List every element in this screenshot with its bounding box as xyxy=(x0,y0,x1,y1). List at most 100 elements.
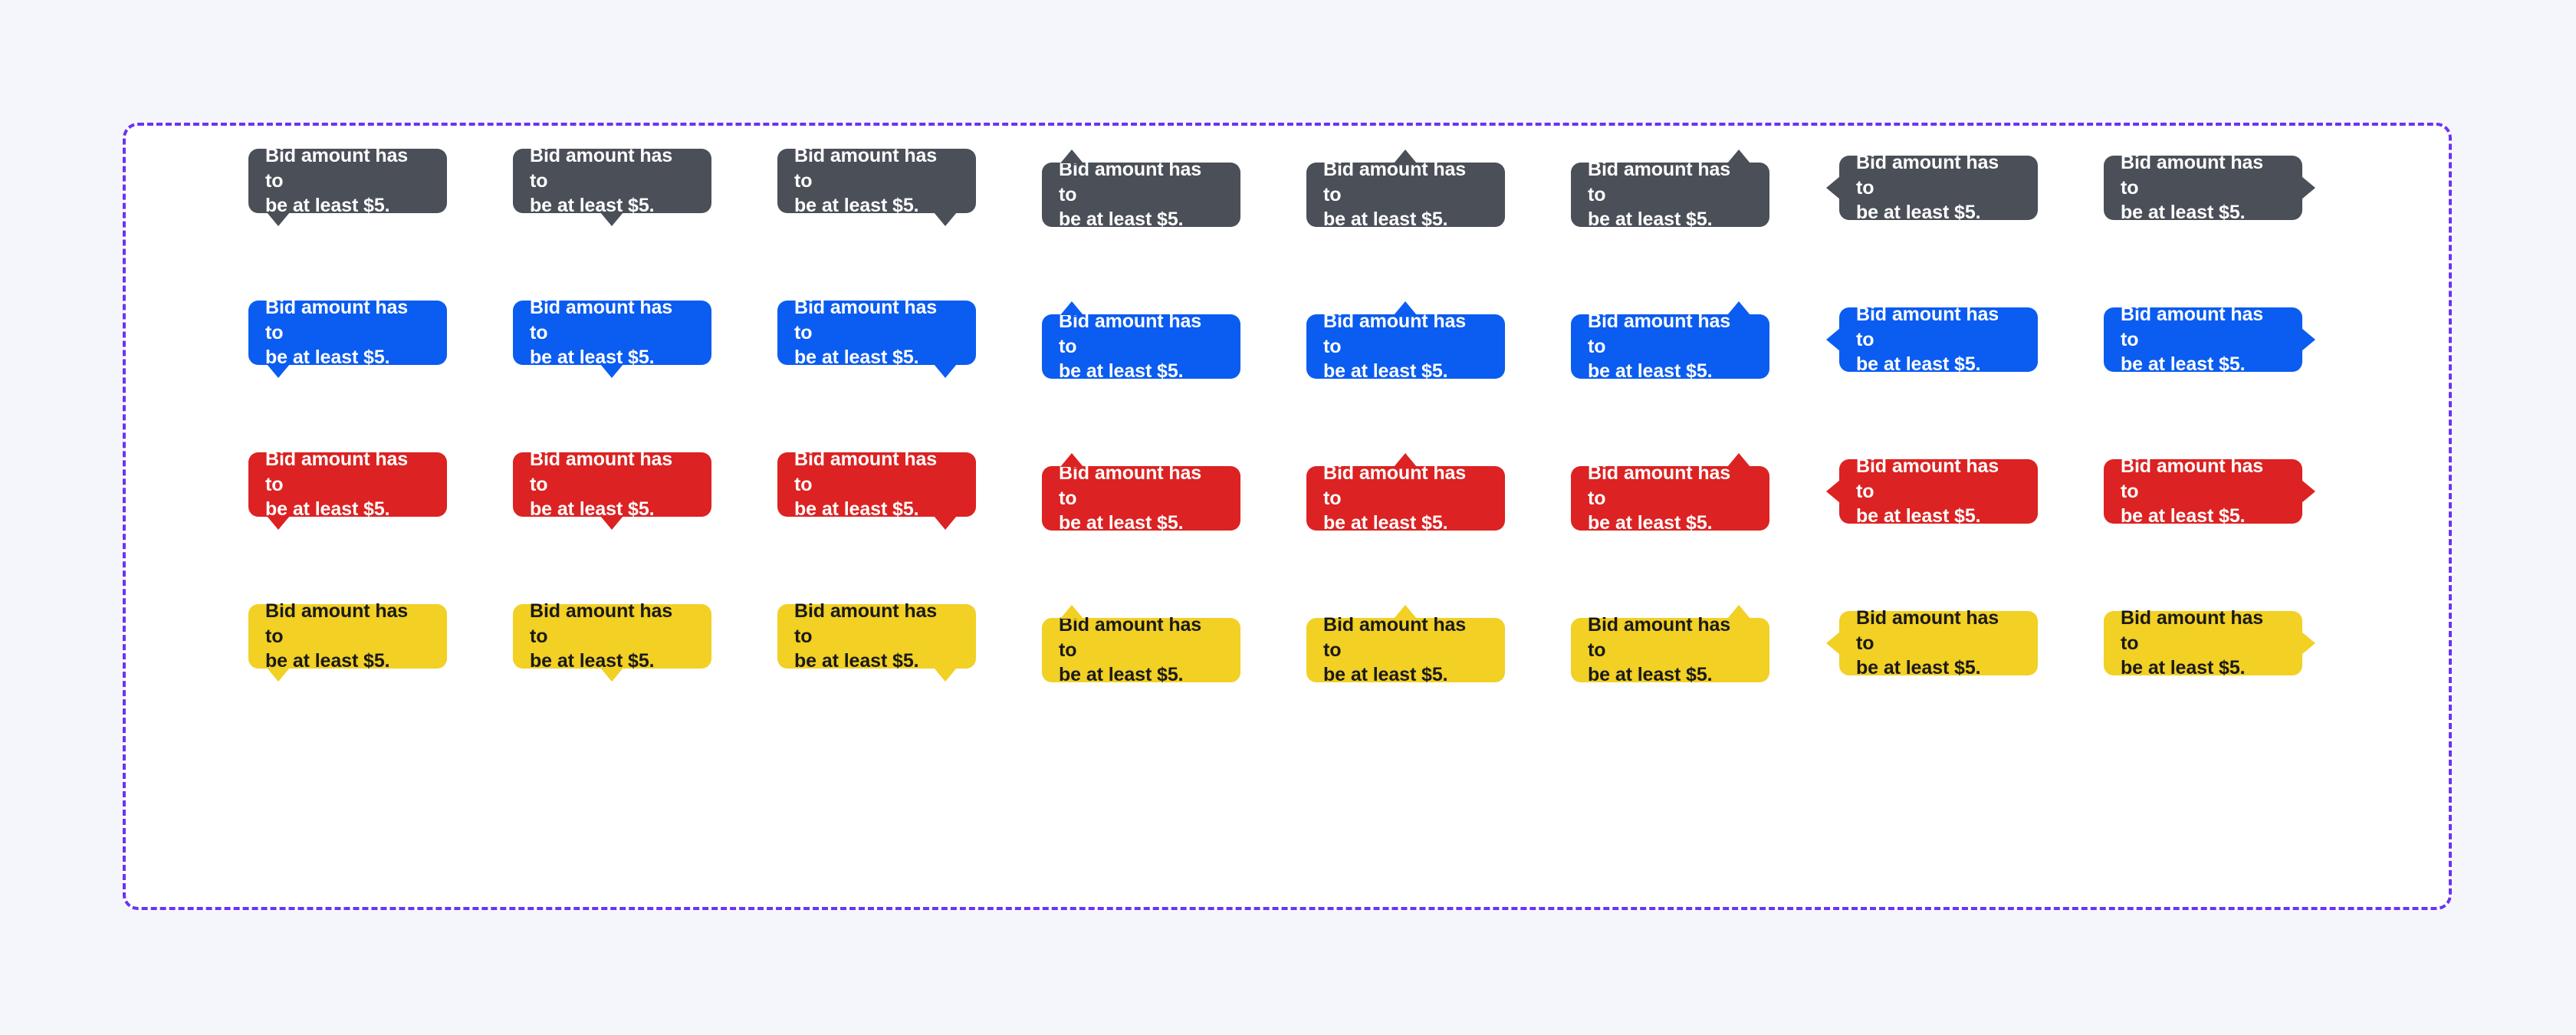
tooltip-bubble: Bid amount has to be at least $5. xyxy=(777,600,976,672)
tooltip-message: Bid amount has to be at least $5. xyxy=(794,449,938,521)
tooltip-bubble: Bid amount has to be at least $5. xyxy=(1306,310,1505,382)
tooltip-yellow-bottom-right: Bid amount has to be at least $5. xyxy=(777,600,976,682)
tooltip-bubble: Bid amount has to be at least $5. xyxy=(1306,462,1505,534)
tooltip-yellow-top-center: Bid amount has to be at least $5. xyxy=(1306,605,1505,685)
tooltip-bubble: Bid amount has to be at least $5. xyxy=(1571,614,1769,685)
tooltip-bubble: Bid amount has to be at least $5. xyxy=(1306,159,1505,230)
tooltip-bubble: Bid amount has to be at least $5. xyxy=(1042,310,1240,382)
tooltip-bubble: Bid amount has to be at least $5. xyxy=(1839,304,2038,375)
tooltip-arrow-top-right-icon xyxy=(1727,301,1750,315)
tooltip-arrow-bottom-right-icon xyxy=(934,212,957,226)
tooltip-arrow-bottom-left-icon xyxy=(267,212,290,226)
tooltip-arrow-top-center-icon xyxy=(1394,605,1417,619)
tooltip-arrow-left-middle-icon xyxy=(1826,328,1840,351)
tooltip-bubble: Bid amount has to be at least $5. xyxy=(1306,614,1505,685)
tooltip-message: Bid amount has to be at least $5. xyxy=(2121,455,2264,527)
tooltip-bubble: Bid amount has to be at least $5. xyxy=(1042,462,1240,534)
tooltip-message: Bid amount has to be at least $5. xyxy=(2121,304,2264,376)
tooltip-arrow-left-middle-icon xyxy=(1826,480,1840,503)
tooltip-dark-left-middle: Bid amount has to be at least $5. xyxy=(1826,152,2038,223)
tooltip-yellow-bottom-left: Bid amount has to be at least $5. xyxy=(248,600,447,682)
tooltip-arrow-bottom-left-icon xyxy=(267,516,290,530)
tooltip-arrow-bottom-left-icon xyxy=(267,668,290,682)
tooltip-arrow-top-right-icon xyxy=(1727,150,1750,163)
tooltip-message: Bid amount has to be at least $5. xyxy=(265,600,409,672)
tooltip-arrow-bottom-center-icon xyxy=(600,516,623,530)
tooltip-bubble: Bid amount has to be at least $5. xyxy=(513,145,711,216)
tooltip-dark-bottom-right: Bid amount has to be at least $5. xyxy=(777,145,976,226)
tooltip-bubble: Bid amount has to be at least $5. xyxy=(513,297,711,368)
tooltip-red-right-middle: Bid amount has to be at least $5. xyxy=(2104,455,2315,527)
tooltip-bubble: Bid amount has to be at least $5. xyxy=(1042,614,1240,685)
tooltip-blue-top-left: Bid amount has to be at least $5. xyxy=(1042,301,1240,382)
tooltip-message: Bid amount has to be at least $5. xyxy=(794,297,938,369)
tooltip-message: Bid amount has to be at least $5. xyxy=(1588,310,1731,383)
tooltip-blue-bottom-left: Bid amount has to be at least $5. xyxy=(248,297,447,378)
tooltip-bubble: Bid amount has to be at least $5. xyxy=(1571,462,1769,534)
tooltip-spec-frame: Bid amount has to be at least $5. Bid amo… xyxy=(123,123,2452,910)
tooltip-arrow-top-left-icon xyxy=(1060,301,1083,315)
tooltip-message: Bid amount has to be at least $5. xyxy=(265,449,409,521)
tooltip-arrow-bottom-center-icon xyxy=(600,668,623,682)
tooltip-dark-right-middle: Bid amount has to be at least $5. xyxy=(2104,152,2315,223)
tooltip-bubble: Bid amount has to be at least $5. xyxy=(777,145,976,216)
tooltip-message: Bid amount has to be at least $5. xyxy=(2121,152,2264,224)
tooltip-arrow-top-right-icon xyxy=(1727,453,1750,467)
tooltip-message: Bid amount has to be at least $5. xyxy=(1856,455,1999,527)
tooltip-message: Bid amount has to be at least $5. xyxy=(530,145,673,217)
tooltip-message: Bid amount has to be at least $5. xyxy=(1588,462,1731,534)
tooltip-message: Bid amount has to be at least $5. xyxy=(1059,310,1202,383)
tooltip-bubble: Bid amount has to be at least $5. xyxy=(1571,159,1769,230)
tooltip-arrow-bottom-right-icon xyxy=(934,364,957,378)
tooltip-blue-left-middle: Bid amount has to be at least $5. xyxy=(1826,304,2038,375)
tooltip-bubble: Bid amount has to be at least $5. xyxy=(777,297,976,368)
tooltip-yellow-top-right: Bid amount has to be at least $5. xyxy=(1571,605,1769,685)
tooltip-bubble: Bid amount has to be at least $5. xyxy=(1571,310,1769,382)
tooltip-message: Bid amount has to be at least $5. xyxy=(530,297,673,369)
tooltip-red-top-right: Bid amount has to be at least $5. xyxy=(1571,453,1769,534)
tooltip-message: Bid amount has to be at least $5. xyxy=(530,449,673,521)
tooltip-bubble: Bid amount has to be at least $5. xyxy=(1839,607,2038,678)
tooltip-message: Bid amount has to be at least $5. xyxy=(794,145,938,217)
tooltip-bubble: Bid amount has to be at least $5. xyxy=(248,600,447,672)
tooltip-arrow-right-middle-icon xyxy=(2302,632,2315,655)
tooltip-message: Bid amount has to be at least $5. xyxy=(1059,159,1202,231)
tooltip-message: Bid amount has to be at least $5. xyxy=(1856,607,1999,679)
tooltip-message: Bid amount has to be at least $5. xyxy=(265,145,409,217)
tooltip-bubble: Bid amount has to be at least $5. xyxy=(513,449,711,520)
tooltip-arrow-bottom-center-icon xyxy=(600,364,623,378)
tooltip-arrow-top-right-icon xyxy=(1727,605,1750,619)
tooltip-yellow-bottom-center: Bid amount has to be at least $5. xyxy=(513,600,711,682)
tooltip-red-bottom-left: Bid amount has to be at least $5. xyxy=(248,449,447,530)
tooltip-arrow-bottom-right-icon xyxy=(934,516,957,530)
tooltip-blue-top-right: Bid amount has to be at least $5. xyxy=(1571,301,1769,382)
tooltip-message: Bid amount has to be at least $5. xyxy=(2121,607,2264,679)
tooltip-red-top-center: Bid amount has to be at least $5. xyxy=(1306,453,1505,534)
tooltip-arrow-bottom-left-icon xyxy=(267,364,290,378)
tooltip-message: Bid amount has to be at least $5. xyxy=(1588,159,1731,231)
tooltip-dark-bottom-left: Bid amount has to be at least $5. xyxy=(248,145,447,226)
tooltip-arrow-top-left-icon xyxy=(1060,150,1083,163)
tooltip-red-bottom-center: Bid amount has to be at least $5. xyxy=(513,449,711,530)
tooltip-bubble: Bid amount has to be at least $5. xyxy=(513,600,711,672)
tooltip-message: Bid amount has to be at least $5. xyxy=(1323,159,1467,231)
tooltip-blue-bottom-right: Bid amount has to be at least $5. xyxy=(777,297,976,378)
tooltip-arrow-right-middle-icon xyxy=(2302,328,2315,351)
tooltip-message: Bid amount has to be at least $5. xyxy=(1059,614,1202,686)
tooltip-arrow-left-middle-icon xyxy=(1826,176,1840,199)
tooltip-message: Bid amount has to be at least $5. xyxy=(794,600,938,672)
tooltip-bubble: Bid amount has to be at least $5. xyxy=(248,145,447,216)
tooltip-red-bottom-right: Bid amount has to be at least $5. xyxy=(777,449,976,530)
tooltip-arrow-bottom-center-icon xyxy=(600,212,623,226)
tooltip-dark-top-center: Bid amount has to be at least $5. xyxy=(1306,150,1505,230)
tooltip-message: Bid amount has to be at least $5. xyxy=(1323,310,1467,383)
tooltip-bubble: Bid amount has to be at least $5. xyxy=(2104,304,2302,375)
tooltip-red-left-middle: Bid amount has to be at least $5. xyxy=(1826,455,2038,527)
tooltip-bubble: Bid amount has to be at least $5. xyxy=(248,297,447,368)
tooltip-bubble: Bid amount has to be at least $5. xyxy=(2104,455,2302,527)
tooltip-bubble: Bid amount has to be at least $5. xyxy=(1839,152,2038,223)
tooltip-message: Bid amount has to be at least $5. xyxy=(265,297,409,369)
tooltip-arrow-top-center-icon xyxy=(1394,453,1417,467)
tooltip-blue-bottom-center: Bid amount has to be at least $5. xyxy=(513,297,711,378)
tooltip-message: Bid amount has to be at least $5. xyxy=(1588,614,1731,686)
